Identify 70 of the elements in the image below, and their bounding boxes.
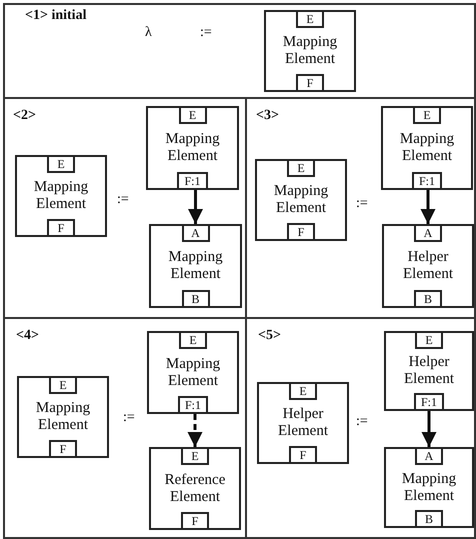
panel-heading: <5> [258,328,281,344]
output-port: F:1 [414,393,444,409]
input-port: E [181,449,209,465]
input-port: E [289,384,317,400]
element-name: Mapping Element [164,356,222,390]
output-port: F [49,440,77,456]
element-box [255,159,347,241]
panel-heading: <1> initial [25,8,86,24]
element-name: Mapping Element [272,183,330,217]
element-box [15,155,107,237]
element-box [147,331,239,414]
rule-panel [3,317,247,539]
element-box [146,106,239,190]
element-box [381,106,473,190]
definition-symbol: := [200,25,212,41]
element-name: Mapping Element [398,131,456,165]
input-port: E [178,108,206,124]
lambda-symbol: := [117,192,129,208]
lambda-symbol: := [356,414,368,430]
arrow [420,190,436,224]
panel-heading: <3> [256,108,279,124]
output-port: B [182,290,210,306]
output-port: B [415,510,443,526]
input-port: E [287,161,315,177]
element-name: Mapping Element [34,400,92,434]
output-port: F:1 [412,172,442,188]
input-port: A [414,226,442,242]
panel-heading: <4> [16,328,39,344]
element-name: Helper Element [403,354,455,388]
output-port: F [289,446,317,462]
output-port: F [287,223,315,239]
input-port: E [49,378,77,394]
output-port: F [296,74,324,90]
element-name: Mapping Element [164,131,221,165]
element-name: Reference Element [164,472,226,506]
element-box [384,331,474,411]
rule-panel [245,317,476,539]
element-name: Helper Element [277,406,329,440]
output-port: F:1 [178,396,208,412]
lambda-symbol: λ [145,25,152,41]
output-port: F [47,219,75,235]
element-name: Mapping Element [282,34,338,68]
input-port: E [296,12,324,28]
output-port: F [181,512,209,528]
input-port: E [415,333,443,349]
lambda-symbol: := [356,196,368,212]
element-box [17,376,109,458]
lambda-symbol: := [123,410,135,426]
arrow [422,411,436,447]
output-port: B [414,290,442,306]
input-port: E [179,333,207,349]
element-box [384,447,474,528]
input-port: A [182,226,210,242]
element-name: Helper Element [402,249,454,283]
output-port: F:1 [177,172,208,188]
panel-heading: <2> [13,108,36,124]
input-port: E [413,108,441,124]
input-port: A [415,449,443,465]
element-box [149,224,242,308]
element-name: Mapping Element [32,179,90,213]
element-name: Mapping Element [167,249,224,283]
element-name: Mapping Element [400,470,458,504]
arrow [188,190,203,224]
element-box [149,447,241,530]
rule-panel [3,3,476,99]
arrow [188,414,202,447]
element-box [264,10,356,92]
input-port: E [47,157,75,173]
element-box [257,382,349,464]
element-box [382,224,474,308]
